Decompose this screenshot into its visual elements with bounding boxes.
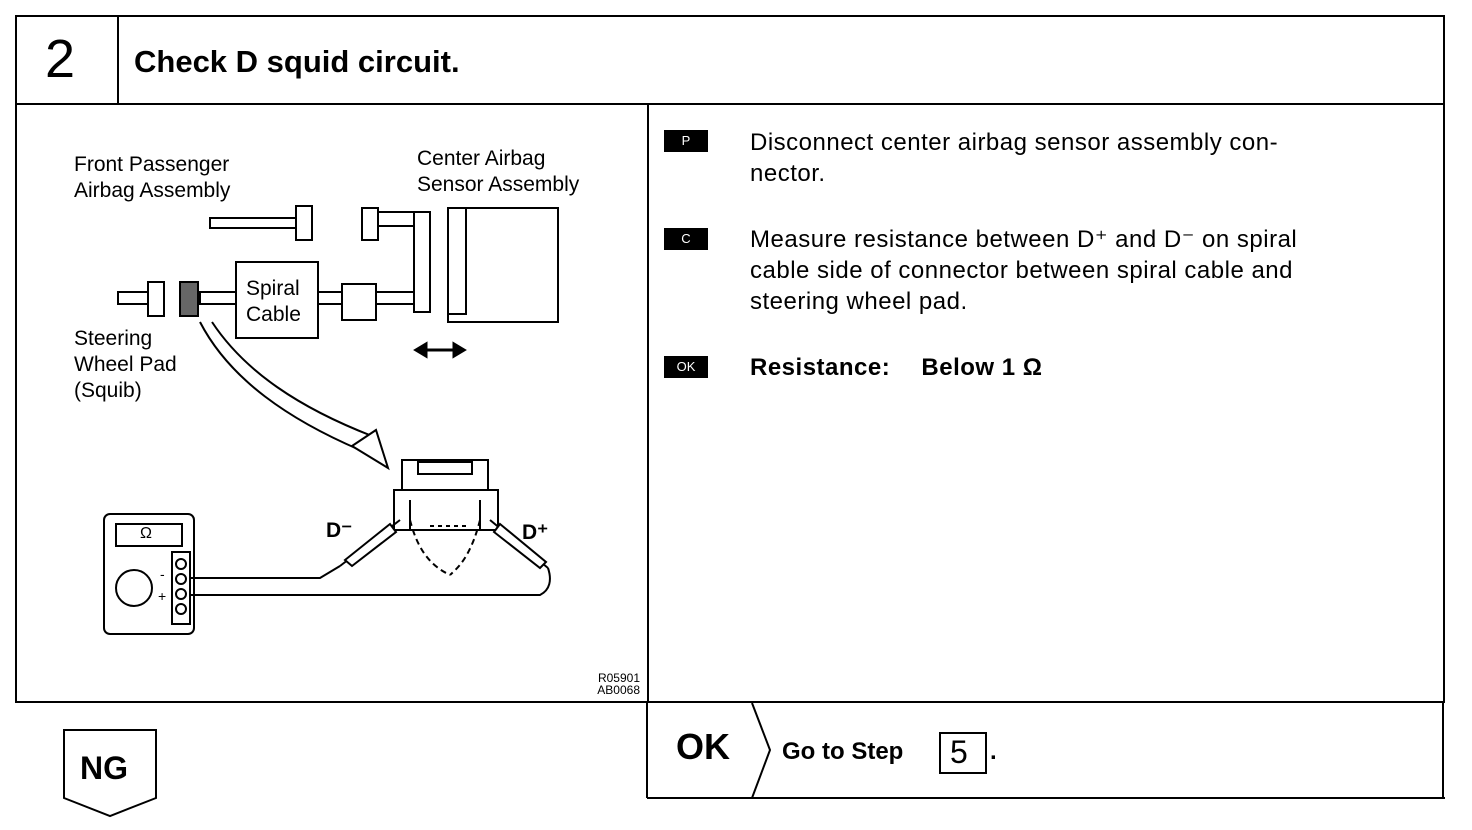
ok-label: OK [676,726,730,767]
probe-bodies [343,522,548,570]
d-plus-label: D⁺ [522,521,549,544]
meter-plus: + [158,588,167,604]
ng-tag [63,729,157,818]
test-connector [393,459,499,576]
meter-minus: - [160,566,165,582]
instruction-measure: Measure resistance between D⁺ and D⁻ on … [750,226,1298,315]
step-divider [117,15,119,105]
resistance-spec: Resistance: Below 1 Ω [750,354,1043,381]
badge-p: P [664,130,708,152]
go-to-step-text: Go to Step [782,738,904,765]
main-divider [647,103,649,703]
main-box [15,103,1445,703]
reference-codes: R05901 AB0068 [597,671,640,697]
center-airbag-label: Center Airbag Sensor Assembly [417,147,580,196]
go-to-step-number[interactable]: 5 [950,734,968,770]
front-passenger-label: Front Passenger Airbag Assembly [74,153,231,202]
d-minus-label: D⁻ [326,519,353,542]
meter-symbol: Ω [140,525,152,542]
spiral-cable-label: Spiral Cable [246,277,301,326]
double-arrow-icon [413,341,467,359]
pointer-arrow-icon [199,321,390,471]
instruction-disconnect: Disconnect center airbag sensor assembly… [750,129,1279,187]
spiral-cable-assembly [117,261,415,339]
badge-ok: OK [664,356,708,378]
go-to-period: . [990,738,997,765]
steering-wheel-pad-label: Steering Wheel Pad (Squib) [74,327,177,402]
front-passenger-connector [209,205,313,241]
ohmmeter-icon [103,513,195,635]
page-title: Check D squid circuit. [134,44,460,79]
ng-label: NG [80,750,128,786]
step-number: 2 [45,29,76,89]
badge-c: C [664,228,708,250]
center-airbag-sensor [361,207,559,323]
